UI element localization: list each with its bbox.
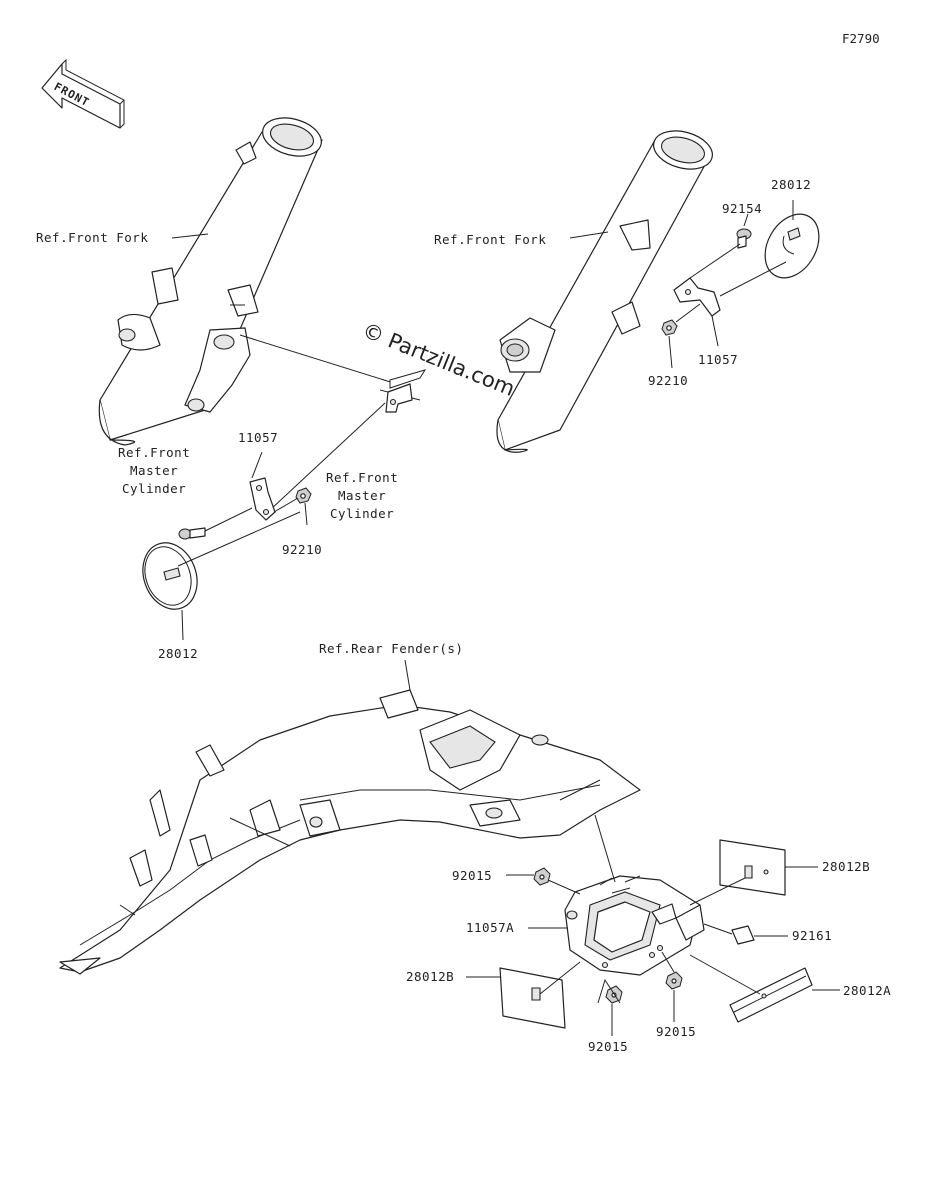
reflector-28012B-left-illustration: [499, 967, 566, 1029]
part-28012B-left: 28012B: [406, 969, 455, 984]
part-11057A: 11057A: [466, 920, 515, 935]
left-reflector-28012-illustration: [142, 542, 198, 610]
left-bolt-illustration: [178, 527, 206, 540]
label-ref-front-fork-right: Ref.Front Fork: [434, 232, 547, 247]
label-ref-front-master-cylinder-center: Ref.Front Master Cylinder: [326, 470, 399, 521]
right-bolt-92154-illustration: [736, 228, 752, 249]
nut-92015-top-illustration: [533, 867, 551, 886]
left-bracket-11057-illustration: [249, 477, 276, 521]
part-92161: 92161: [792, 928, 833, 943]
part-92210-left: 92210: [282, 542, 323, 557]
reflector-28012A-illustration: [729, 967, 813, 1023]
pad-92161-illustration: [731, 925, 755, 945]
figure-code: F2790: [842, 31, 880, 46]
part-28012B-right: 28012B: [822, 859, 871, 874]
left-nut-92210-illustration: [295, 487, 312, 504]
label-ref-front-master-cylinder-left: Ref.Front Master Cylinder: [118, 445, 191, 496]
part-92210-right: 92210: [648, 373, 689, 388]
front-arrow-icon: [41, 58, 125, 129]
part-92015-bottom-left: 92015: [588, 1039, 629, 1054]
part-11057-right: 11057: [698, 352, 739, 367]
right-front-fork-illustration: [496, 130, 713, 453]
right-nut-92210-illustration: [661, 319, 678, 336]
left-front-fork-illustration: [98, 117, 323, 446]
part-92154: 92154: [722, 201, 763, 216]
label-ref-rear-fenders: Ref.Rear Fender(s): [319, 641, 464, 656]
rear-fender-illustration: [59, 689, 641, 975]
part-28012-right: 28012: [771, 177, 812, 192]
part-92015-top: 92015: [452, 868, 493, 883]
license-bracket-11057A-illustration: [564, 875, 705, 976]
nut-92015-bottom-right-illustration: [665, 971, 683, 990]
part-28012-left: 28012: [158, 646, 199, 661]
label-ref-front-fork-left: Ref.Front Fork: [36, 230, 149, 245]
reflector-28012B-right-illustration: [719, 839, 786, 896]
right-reflector-28012-illustration: [764, 213, 820, 279]
part-11057-left: 11057: [238, 430, 279, 445]
right-bracket-11057-illustration: [673, 277, 721, 317]
part-28012A: 28012A: [843, 983, 892, 998]
part-92015-bottom-right: 92015: [656, 1024, 697, 1039]
